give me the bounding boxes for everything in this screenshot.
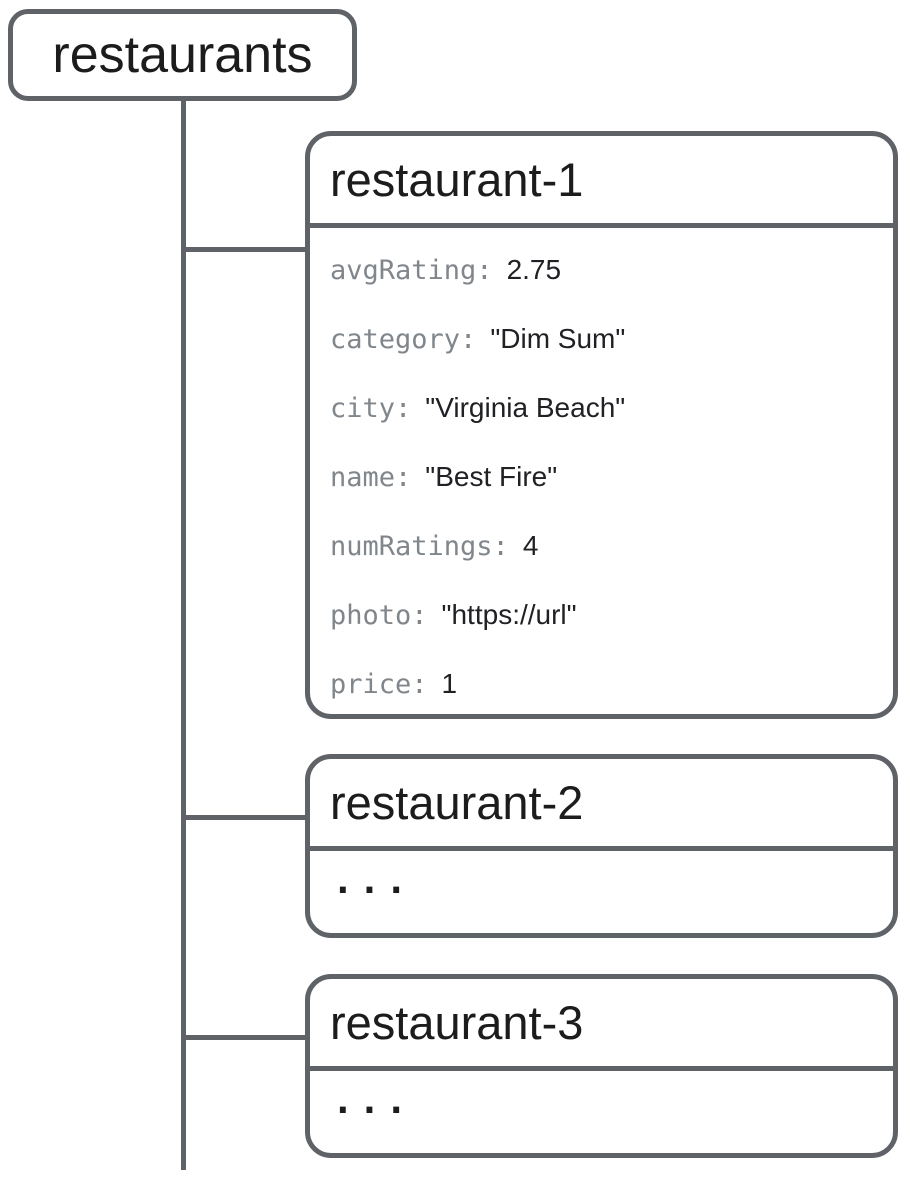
tree-trunk-line [181,100,186,1170]
field-row-numRatings: numRatings: 4 [330,530,873,562]
field-key: name: [330,462,412,493]
field-key: photo: [330,600,428,631]
field-value: 2.75 [506,254,562,285]
document-card-header: restaurant-2 [310,759,893,851]
document-title: restaurant-3 [330,996,584,1049]
field-key: numRatings: [330,531,509,562]
field-row-price: price: 1 [330,668,873,700]
ellipsis-text: ... [332,1081,413,1122]
field-value: "Dim Sum" [490,323,626,354]
branch-line-restaurant-1 [183,247,306,252]
field-value: "Best Fire" [425,461,558,492]
document-title: restaurant-1 [330,153,584,206]
document-card-restaurant-3: restaurant-3 ... [305,974,898,1158]
field-value: 1 [441,668,458,699]
branch-line-restaurant-3 [183,1035,306,1040]
ellipsis-text: ... [332,861,413,902]
document-card-header: restaurant-1 [310,136,893,228]
field-value: 4 [522,530,539,561]
document-fields: avgRating: 2.75 category: "Dim Sum" city… [310,228,893,700]
collection-label: restaurants [52,26,313,84]
document-card-restaurant-1: restaurant-1 avgRating: 2.75 category: "… [305,131,898,719]
field-row-avgRating: avgRating: 2.75 [330,254,873,286]
branch-line-restaurant-2 [183,815,306,820]
document-title: restaurant-2 [330,776,584,829]
field-row-photo: photo: "https://url" [330,599,873,631]
field-row-name: name: "Best Fire" [330,461,873,493]
field-value: "Virginia Beach" [425,392,626,423]
field-row-category: category: "Dim Sum" [330,323,873,355]
document-card-header: restaurant-3 [310,979,893,1071]
document-fields-collapsed: ... [310,851,893,902]
field-value: "https://url" [441,599,577,630]
field-key: price: [330,669,428,700]
field-key: category: [330,324,477,355]
document-card-restaurant-2: restaurant-2 ... [305,754,898,938]
field-row-city: city: "Virginia Beach" [330,392,873,424]
collection-node-restaurants: restaurants [8,9,357,101]
field-key: avgRating: [330,255,493,286]
document-fields-collapsed: ... [310,1071,893,1122]
field-key: city: [330,393,412,424]
